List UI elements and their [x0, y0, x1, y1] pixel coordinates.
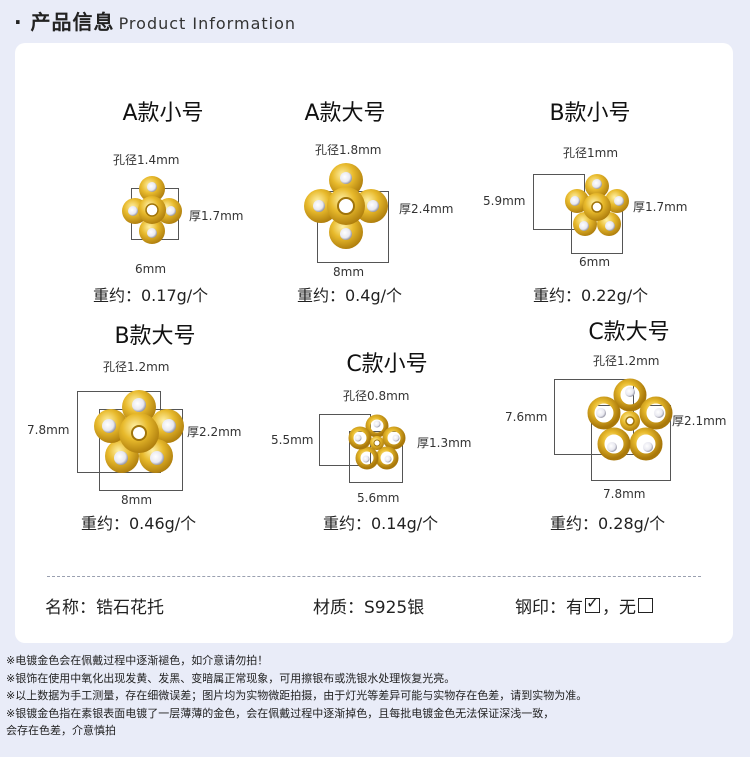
empty-box-icon	[638, 598, 653, 613]
product-info-card: A款小号 孔径1.4mm 厚1.7mm 6mm 重约：0.17g/个 A款大号 …	[15, 43, 733, 643]
height-label: 5.9mm	[483, 194, 526, 208]
product-title: B款小号	[549, 101, 631, 126]
thickness-label: 厚2.4mm	[399, 202, 454, 216]
width-label: 6mm	[579, 255, 611, 269]
hole-label: 孔径1.4mm	[113, 153, 180, 167]
spec-stamp: 钢印：有 ✓ ，无	[515, 593, 655, 618]
hole-label: 孔径1.2mm	[593, 354, 660, 368]
note-line: 会存在色差，介意慎拍	[6, 724, 116, 737]
hole-label: 孔径0.8mm	[343, 389, 410, 403]
weight-label: 重约：0.4g/个	[297, 286, 402, 305]
hole-label: 孔径1.2mm	[103, 360, 170, 374]
note-line: ※电镀金色会在佩戴过程中逐渐褪色，如介意请勿拍！	[6, 654, 269, 667]
stamp-label: 钢印：有	[515, 598, 583, 618]
bead-image	[565, 174, 629, 236]
thickness-label: 厚1.3mm	[417, 436, 472, 450]
bead-image	[122, 176, 182, 244]
weight-label: 重约：0.22g/个	[533, 286, 649, 305]
product-title: C款小号	[346, 352, 428, 377]
weight-label: 重约：0.14g/个	[323, 514, 439, 533]
weight-label: 重约：0.46g/个	[81, 514, 197, 533]
stamp-separator: ，无	[602, 598, 636, 618]
product-title: A款小号	[122, 101, 204, 126]
product-title: A款大号	[304, 101, 386, 126]
height-label: 7.8mm	[27, 423, 70, 437]
height-label: 5.5mm	[271, 433, 314, 447]
dashed-divider	[47, 576, 701, 577]
width-label: 5.6mm	[357, 491, 400, 505]
bead-image	[304, 163, 388, 249]
bead-image	[348, 414, 406, 470]
product-title: C款大号	[588, 320, 670, 345]
notes: ※电镀金色会在佩戴过程中逐渐褪色，如介意请勿拍！ ※银饰在使用中氧化出现发黄、发…	[6, 652, 746, 740]
width-label: 7.8mm	[603, 487, 646, 501]
bead-image	[587, 378, 673, 461]
weight-label: 重约：0.17g/个	[93, 286, 209, 305]
checked-box-icon: ✓	[585, 593, 600, 613]
note-line: ※银饰在使用中氧化出现发黄、发黑、变暗属正常现象，可用擦银布或洗银水处理恢复光亮…	[6, 671, 456, 685]
thickness-label: 厚2.1mm	[672, 414, 727, 428]
header-title-zh: · 产品信息	[14, 10, 115, 34]
width-label: 8mm	[121, 493, 153, 507]
bead-image	[94, 390, 184, 473]
header-title-en: Product Information	[118, 14, 297, 33]
section-header: · 产品信息 Product Information	[14, 6, 296, 42]
thickness-label: 厚2.2mm	[187, 425, 242, 439]
check-mark: ✓	[586, 593, 600, 612]
spec-name: 名称：锆石花托	[45, 598, 164, 618]
spec-material: 材质：S925银	[313, 598, 425, 618]
note-line: ※以上数据为手工测量，存在细微误差；图片均为实物微距拍摄，由于灯光等差异可能与实…	[6, 689, 588, 702]
thickness-label: 厚1.7mm	[633, 200, 688, 214]
thickness-label: 厚1.7mm	[189, 209, 244, 223]
hole-label: 孔径1.8mm	[315, 143, 382, 157]
hole-label: 孔径1mm	[563, 146, 619, 160]
height-label: 7.6mm	[505, 410, 548, 424]
width-label: 6mm	[135, 262, 167, 276]
weight-label: 重约：0.28g/个	[550, 514, 666, 533]
width-label: 8mm	[333, 265, 365, 279]
product-title: B款大号	[114, 324, 196, 349]
note-line: ※银镀金色指在素银表面电镀了一层薄薄的金色，会在佩戴过程中逐渐掉色，且每批电镀金…	[6, 706, 555, 720]
dimension-box	[349, 431, 403, 483]
